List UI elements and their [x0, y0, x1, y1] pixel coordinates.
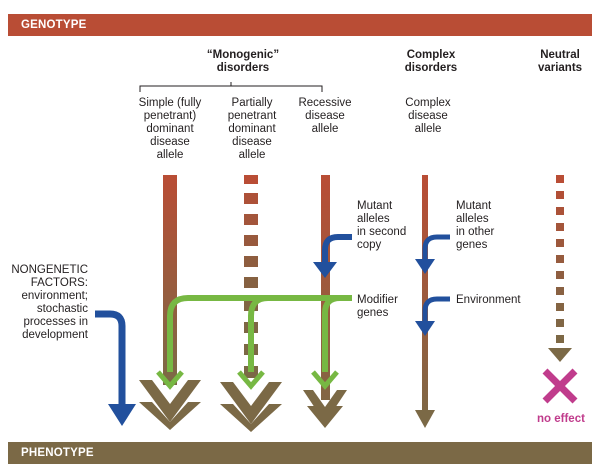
complex-phenotype-arrowhead	[415, 410, 435, 428]
complex-allele-label: Complex disease allele	[388, 97, 468, 136]
complex-line: Complex	[405, 97, 451, 109]
nongenetic-line: FACTORS:	[30, 277, 88, 289]
mutant-other-line: in other	[456, 226, 495, 238]
neutral-heading-line2: variants	[537, 62, 583, 74]
genotype-label: GENOTYPE	[21, 19, 87, 31]
nongenetic-arrow	[95, 310, 126, 408]
recessive-line: disease	[305, 110, 345, 122]
monogenic-heading-line1: “Monogenic”	[206, 49, 280, 61]
neutral-heading: Neutral variants	[525, 49, 595, 75]
complex-line: allele	[414, 123, 442, 135]
simple-line: disease	[150, 136, 190, 148]
mutant-other-line: genes	[456, 239, 488, 251]
no-effect-cross-icon	[540, 366, 580, 411]
environment-arrow	[422, 296, 450, 324]
modifier-gene-arrows	[167, 295, 352, 372]
simple-line: penetrant)	[143, 110, 197, 122]
simple-allele-bar	[163, 175, 177, 385]
phenotype-label: PHENOTYPE	[21, 447, 94, 459]
nongenetic-line: stochastic	[36, 303, 88, 315]
nongenetic-line: environment;	[21, 290, 88, 302]
recessive-phenotype-arrowhead	[303, 390, 347, 428]
simple-allele-label: Simple (fully penetrant) dominant diseas…	[120, 97, 220, 162]
simple-line: Simple (fully	[138, 97, 202, 109]
neutral-variant-dots	[556, 175, 564, 343]
complex-line: disease	[408, 110, 448, 122]
partial-line: dominant	[228, 123, 276, 135]
complex-heading: Complex disorders	[386, 49, 476, 75]
monogenic-heading-line2: disorders	[216, 62, 270, 74]
nongenetic-factors-label: NONGENETIC FACTORS: environment; stochas…	[4, 264, 88, 342]
no-effect-label: no effect	[537, 413, 585, 425]
partial-line: disease	[232, 136, 272, 148]
mutant-second-line: Mutant	[357, 200, 393, 212]
environment-arrowhead	[415, 321, 435, 336]
neutral-arrowhead	[548, 348, 572, 362]
simple-line: allele	[156, 149, 184, 161]
partial-line: penetrant	[227, 110, 277, 122]
genotype-bar: GENOTYPE	[8, 14, 592, 36]
nongenetic-arrowhead	[108, 404, 136, 426]
neutral-heading-line1: Neutral	[540, 49, 580, 61]
mutant-second-line: alleles	[357, 213, 390, 225]
recessive-allele-label: Recessive disease allele	[285, 97, 365, 136]
mutant-other-line: Mutant	[456, 200, 492, 212]
complex-heading-line1: Complex	[406, 49, 456, 61]
nongenetic-line: processes in	[23, 316, 88, 328]
partial-line: allele	[238, 149, 266, 161]
partial-line: Partially	[231, 97, 273, 109]
nongenetic-line: development	[22, 329, 88, 341]
recessive-allele-bar	[321, 175, 330, 400]
simple-phenotype-arrowhead	[139, 380, 201, 430]
recessive-line: allele	[311, 123, 339, 135]
monogenic-heading: “Monogenic” disorders	[193, 49, 293, 75]
partial-phenotype-arrowhead	[220, 382, 282, 432]
complex-allele-line	[422, 175, 428, 415]
mutant-second-copy-arrowhead	[313, 262, 337, 278]
mutant-other-genes-arrowhead	[415, 259, 435, 274]
mutant-second-line: in second	[357, 226, 407, 238]
environment-label: Environment	[456, 294, 521, 306]
partial-allele-label: Partially penetrant dominant disease all…	[210, 97, 294, 162]
modifier-arrowheads	[156, 370, 339, 390]
monogenic-bracket	[139, 82, 323, 92]
simple-line: dominant	[146, 123, 194, 135]
mutant-other-genes-label: Mutant alleles in other genes	[456, 200, 494, 252]
complex-heading-line2: disorders	[404, 62, 458, 74]
modifier-line: Modifier	[357, 294, 398, 306]
modifier-genes-label: Modifier genes	[357, 294, 398, 320]
phenotype-bar: PHENOTYPE	[8, 442, 592, 464]
recessive-line: Recessive	[298, 97, 352, 109]
mutant-second-copy-label: Mutant alleles in second copy	[357, 200, 406, 252]
mutant-second-copy-arrow	[322, 234, 352, 266]
nongenetic-line: NONGENETIC	[11, 264, 88, 276]
mutant-second-line: copy	[357, 239, 382, 251]
modifier-line: genes	[357, 307, 389, 319]
mutant-other-line: alleles	[456, 213, 489, 225]
mutant-other-genes-arrow	[422, 234, 450, 262]
